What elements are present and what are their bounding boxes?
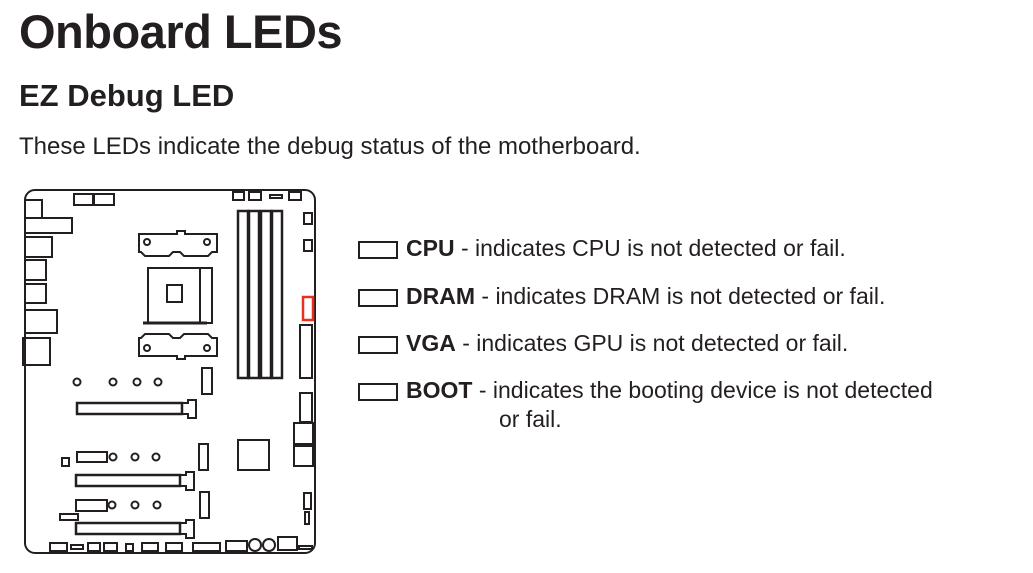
description: These LEDs indicate the debug status of … xyxy=(19,133,641,160)
led-name: BOOT xyxy=(406,377,473,403)
page-title: Onboard LEDs xyxy=(19,5,343,58)
led-description: - indicates DRAM is not detected or fail… xyxy=(475,283,886,309)
led-item-vga: VGA - indicates GPU is not detected or f… xyxy=(358,330,848,357)
motherboard-diagram xyxy=(22,189,316,554)
ez-debug-led-highlight xyxy=(301,295,315,322)
led-name: CPU xyxy=(406,235,455,261)
led-name: DRAM xyxy=(406,283,475,309)
led-description: - indicates CPU is not detected or fail. xyxy=(454,235,846,261)
led-item-boot: BOOT - indicates the booting device is n… xyxy=(358,377,933,404)
led-icon xyxy=(358,336,398,354)
section-title: EZ Debug LED xyxy=(19,78,235,113)
led-icon xyxy=(358,383,398,401)
led-item-dram: DRAM - indicates DRAM is not detected or… xyxy=(358,283,885,310)
led-icon xyxy=(358,289,398,307)
led-icon xyxy=(358,241,398,259)
led-name: VGA xyxy=(406,330,456,356)
led-description: - indicates the booting device is not de… xyxy=(472,377,933,403)
led-item-cpu: CPU - indicates CPU is not detected or f… xyxy=(358,235,846,262)
led-description: - indicates GPU is not detected or fail. xyxy=(455,330,849,356)
led-description-continuation: or fail. xyxy=(499,406,562,432)
